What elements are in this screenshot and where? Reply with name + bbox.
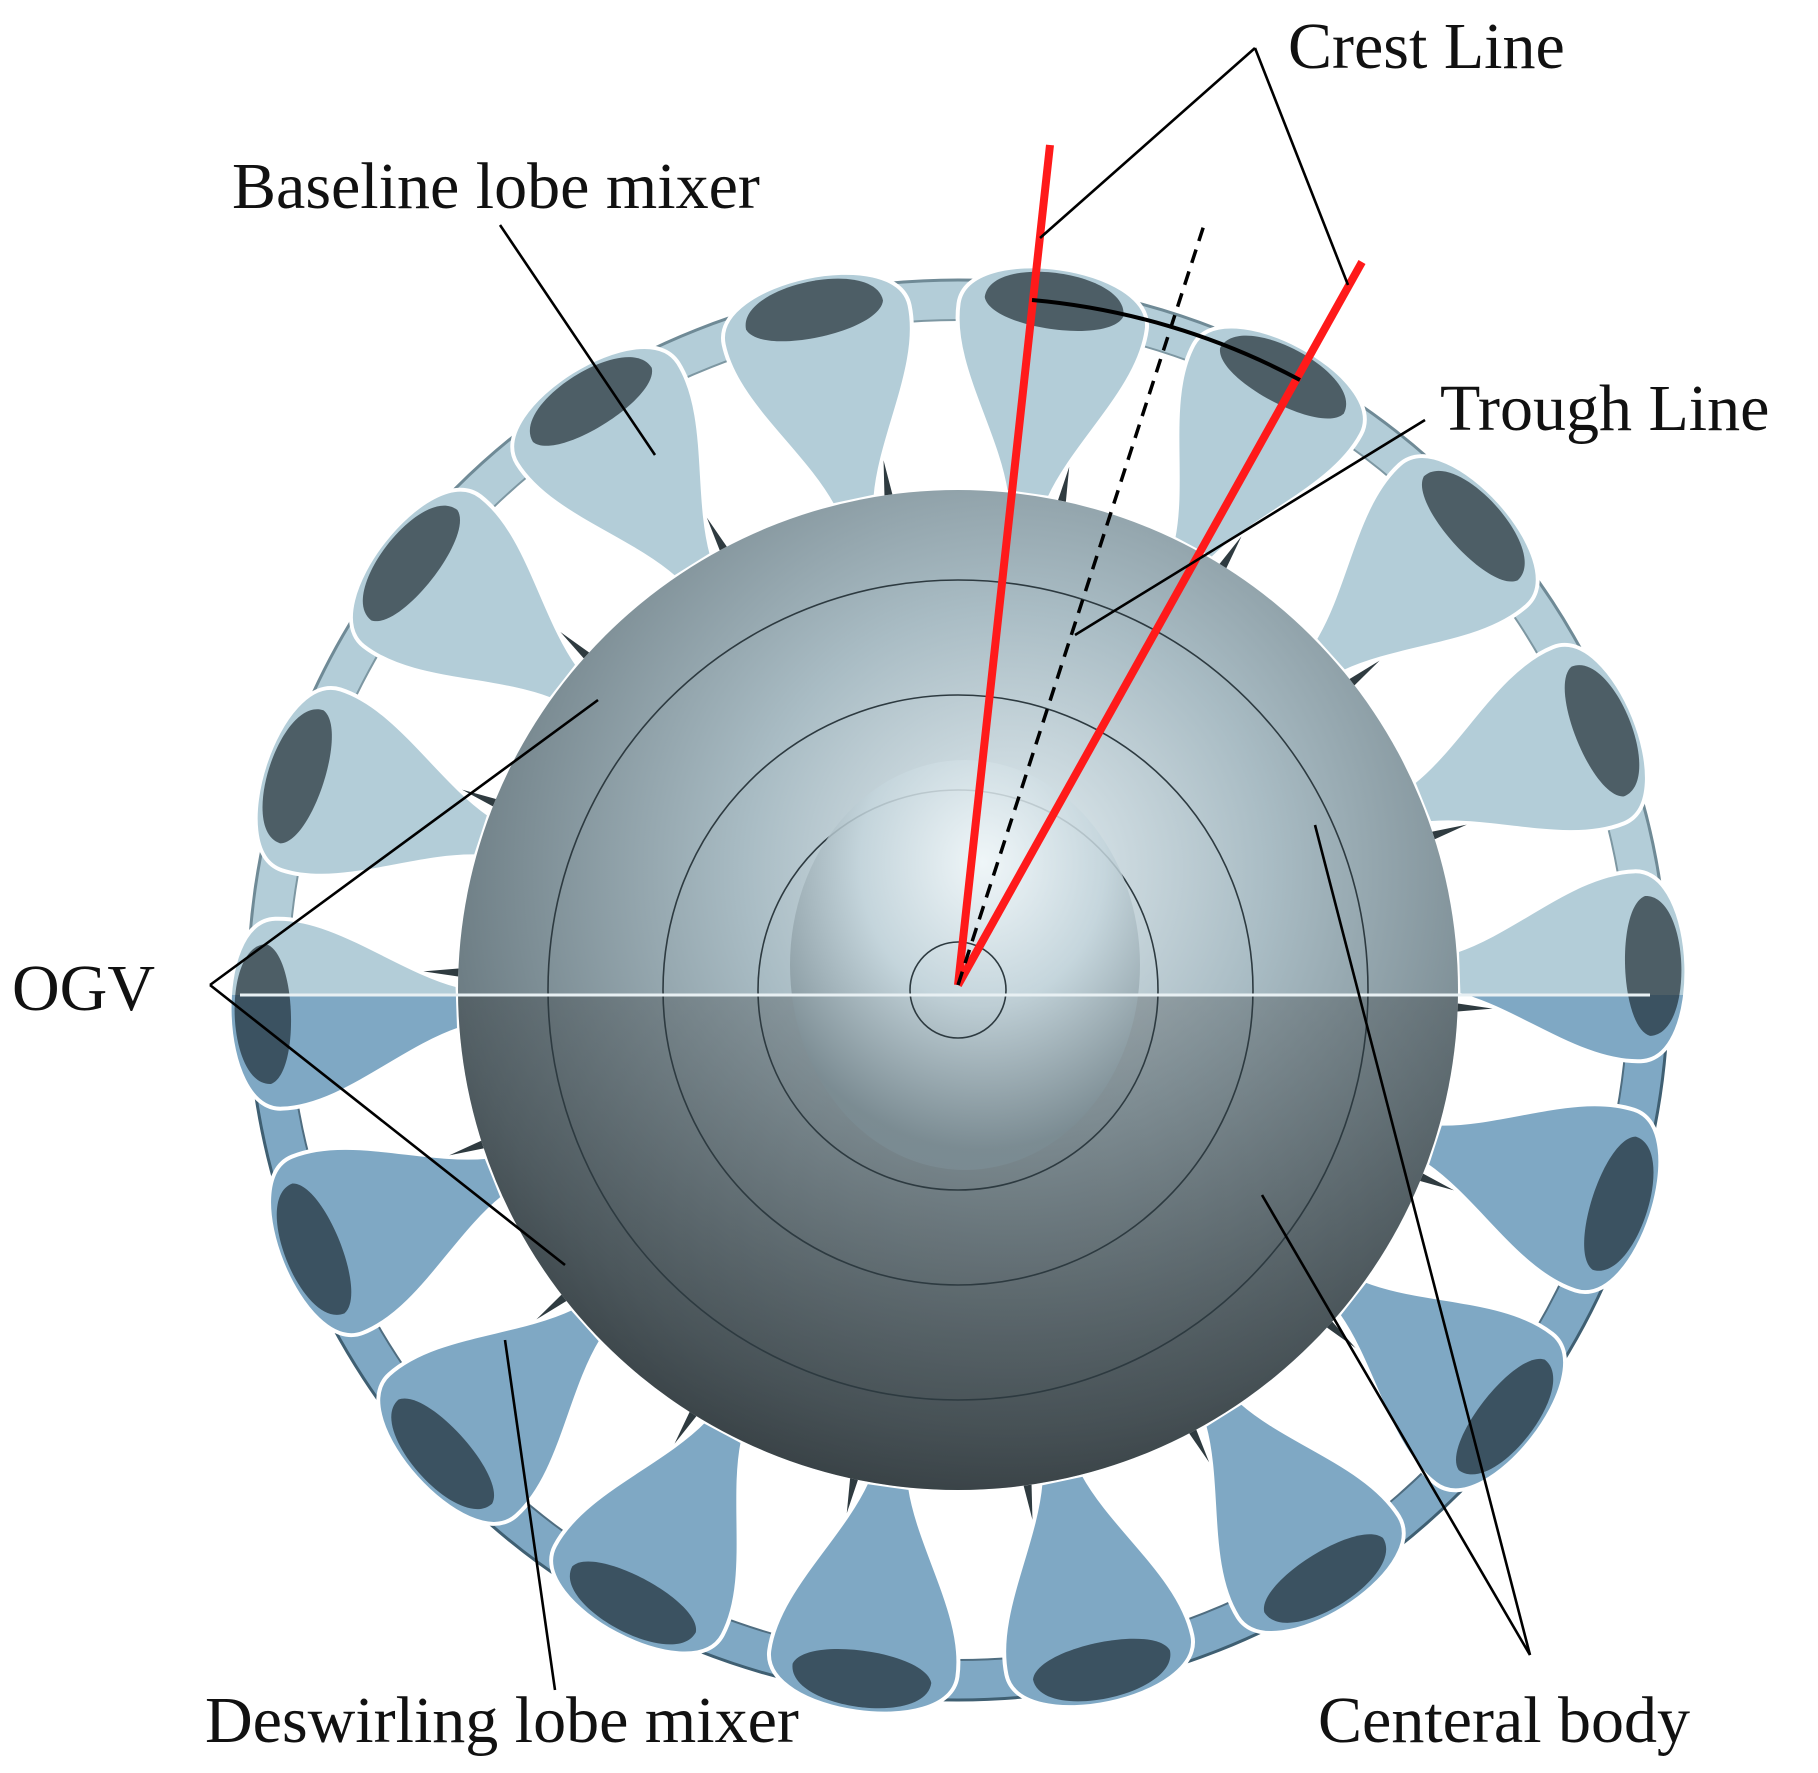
ogv-vane	[1023, 1484, 1033, 1520]
deswirling-lobe	[1201, 1399, 1406, 1635]
deswirling-lobe	[1454, 995, 1689, 1064]
deswirling-lobe	[1335, 1278, 1568, 1493]
ogv-vane	[423, 968, 459, 977]
baseline-lobe	[721, 270, 914, 508]
baseline-lobe	[253, 685, 492, 878]
ogv-vane	[1432, 824, 1467, 840]
deswirling-lobe	[767, 1479, 961, 1716]
leader-central-body-lower	[1260, 1194, 1532, 1656]
leader-ogv-upper	[209, 698, 599, 987]
ogv-vane	[560, 632, 590, 659]
crest-line-right	[954, 260, 1366, 987]
leader-deswirling-mixer	[503, 1339, 557, 1691]
label-trough-line: Trough Line	[1440, 372, 1769, 445]
nose-tip-ring	[909, 941, 1007, 1039]
baseline-lobe	[1312, 454, 1540, 675]
crest-line-left	[954, 144, 1054, 986]
deswirling-lobe	[376, 1305, 604, 1526]
deswirling-lobe-mixer-drawing	[227, 995, 1689, 1716]
label-deswirling-lobe-mixer: Deswirling lobe mixer	[205, 1684, 799, 1757]
lower-ring-edge	[246, 995, 1670, 1702]
central-body-lower-shade	[458, 995, 1458, 1490]
deswirling-lobe	[1424, 1102, 1663, 1295]
leader-crest-to-right-line	[1253, 47, 1350, 286]
deswirling-lobe	[267, 1145, 506, 1338]
ogv-vane	[674, 1411, 697, 1444]
body-contour-ring-1	[547, 579, 1369, 1401]
label-centeral-body: Centeral body	[1318, 1684, 1690, 1757]
body-contour-ring-2	[662, 694, 1254, 1286]
label-crest-line: Crest Line	[1288, 10, 1565, 83]
baseline-lobe	[1410, 642, 1649, 835]
label-ogv: OGV	[12, 952, 155, 1025]
leader-central-body-upper	[1313, 824, 1532, 1656]
baseline-lobe	[1454, 869, 1689, 995]
ogv-vane	[1058, 466, 1070, 502]
deswirling-lobe	[1002, 1472, 1195, 1710]
leader-ogv-lower	[209, 983, 566, 1267]
ogv-vane	[449, 1140, 484, 1156]
ogv-vane	[1219, 536, 1242, 569]
baseline-lobe	[227, 916, 462, 995]
ogv-vane	[1457, 1003, 1493, 1012]
lobe-angle-arc	[1031, 298, 1301, 382]
ogv-vane	[1349, 660, 1380, 686]
baseline-lobe-mixer-drawing	[227, 264, 1689, 995]
ogv-vane	[536, 1294, 567, 1320]
trough-line	[956, 221, 1207, 986]
deswirling-lobe	[227, 995, 462, 1111]
label-baseline-lobe-mixer: Baseline lobe mixer	[232, 150, 760, 223]
ogv-vane	[883, 460, 893, 496]
leader-crest-to-left-line	[1039, 47, 1256, 239]
leader-baseline-mixer	[498, 224, 657, 456]
ogv-vane	[706, 517, 727, 551]
baseline-lobe	[510, 345, 715, 581]
leader-lines	[209, 47, 1532, 1691]
baseline-lobe	[955, 264, 1149, 501]
ogv-vane	[846, 1478, 858, 1514]
baseline-lobe	[348, 487, 581, 702]
ogv-vane	[1420, 1173, 1455, 1191]
leader-trough	[1074, 418, 1426, 637]
deswirling-lobe	[549, 1418, 745, 1656]
ogv-vane	[1189, 1429, 1210, 1463]
